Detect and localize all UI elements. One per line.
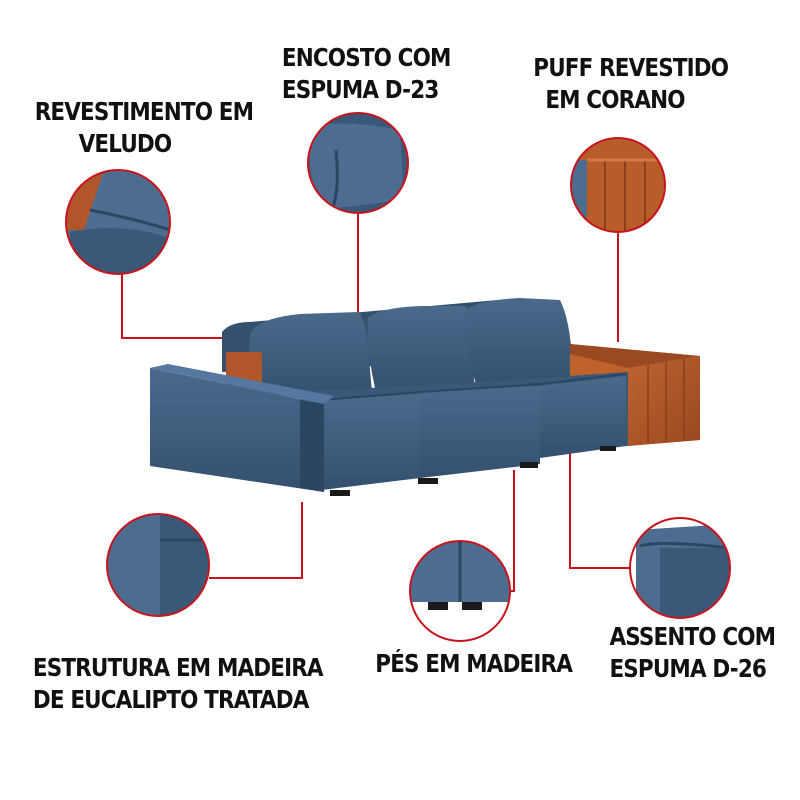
label-assento: ASSENTO COM ESPUMA D-26 [609,621,776,685]
callout-circle-encosto [307,112,409,214]
label-encosto: ENCOSTO COM ESPUMA D-23 [281,42,452,106]
label-assento-line1: ASSENTO COM [609,622,776,651]
label-pes: PÉS EM MADEIRA [375,648,573,680]
callout-circle-pes [409,540,511,642]
label-estrutura-line2: DE EUCALIPTO TRATADA [32,685,309,714]
label-puff-line2: EM CORANO [545,85,685,114]
seat-module-3 [540,376,626,458]
feet [330,446,616,496]
label-estrutura: ESTRUTURA EM MADEIRA DE EUCALIPTO TRATAD… [32,652,324,716]
callout-line-pes [510,470,515,592]
callout-circle-assento [629,517,731,619]
label-assento-line2: ESPUMA D-26 [609,654,767,683]
callout-circle-revestimento [65,169,171,275]
seat-modules [300,372,628,490]
label-revestimento: REVESTIMENTO EM VELUDO [34,96,254,160]
label-revestimento-line1: REVESTIMENTO EM [34,97,254,126]
back-cushion-2 [367,306,474,392]
label-revestimento-line2: VELUDO [78,129,173,158]
seat-module-1 [322,394,420,490]
back-cushion-1 [249,312,372,396]
back-cushion-3 [465,298,572,384]
label-pes-line1: PÉS EM MADEIRA [375,649,573,678]
seat-module-2 [420,386,540,478]
callout-circle-puff [570,137,666,233]
callout-line-estrutura [209,502,303,579]
callout-line-revestimento [121,274,222,339]
label-estrutura-line1: ESTRUTURA EM MADEIRA [32,653,324,682]
label-encosto-line2: ESPUMA D-23 [281,75,439,104]
label-puff: PUFF REVESTIDO EM CORANO [533,52,729,116]
callout-circle-estrutura [106,513,210,617]
left-arm [150,364,334,492]
back-rest [222,298,572,396]
label-puff-line1: PUFF REVESTIDO [533,53,729,82]
label-encosto-line1: ENCOSTO COM [281,43,452,72]
